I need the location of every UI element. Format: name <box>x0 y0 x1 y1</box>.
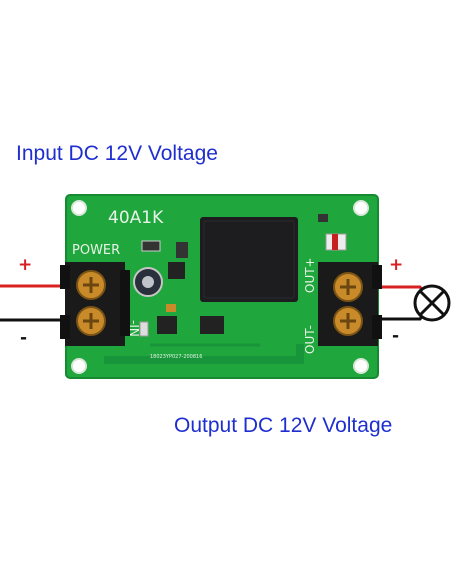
output-caption: Output DC 12V Voltage <box>174 414 393 437</box>
relay <box>200 217 298 302</box>
lamp-icon <box>413 284 451 322</box>
smd-resistor <box>141 240 161 252</box>
input-terminal-block <box>60 262 130 346</box>
mounting-holes <box>71 200 369 374</box>
output-terminal-block <box>318 262 382 346</box>
smd-part <box>139 321 149 337</box>
power-label: POWER <box>72 243 120 258</box>
input-caption: Input DC 12V Voltage <box>16 142 218 165</box>
ic-chip <box>157 316 177 334</box>
ic-chip-2 <box>200 316 224 334</box>
output-plus-label: + <box>389 255 404 275</box>
input-plus-label: + <box>18 255 33 275</box>
input-minus-label: - <box>20 328 28 348</box>
transistor <box>168 262 185 279</box>
output-minus-label: - <box>392 326 400 346</box>
in-minus-label: -IN <box>127 320 141 337</box>
serial-label: 18023YP027-200816 <box>150 354 202 360</box>
out-plus-label: OUT+ <box>303 257 317 293</box>
model-label: 40A1K <box>108 208 164 228</box>
out-minus-label: OUT- <box>303 325 317 354</box>
pcb-trace <box>104 344 304 364</box>
led <box>166 304 176 312</box>
